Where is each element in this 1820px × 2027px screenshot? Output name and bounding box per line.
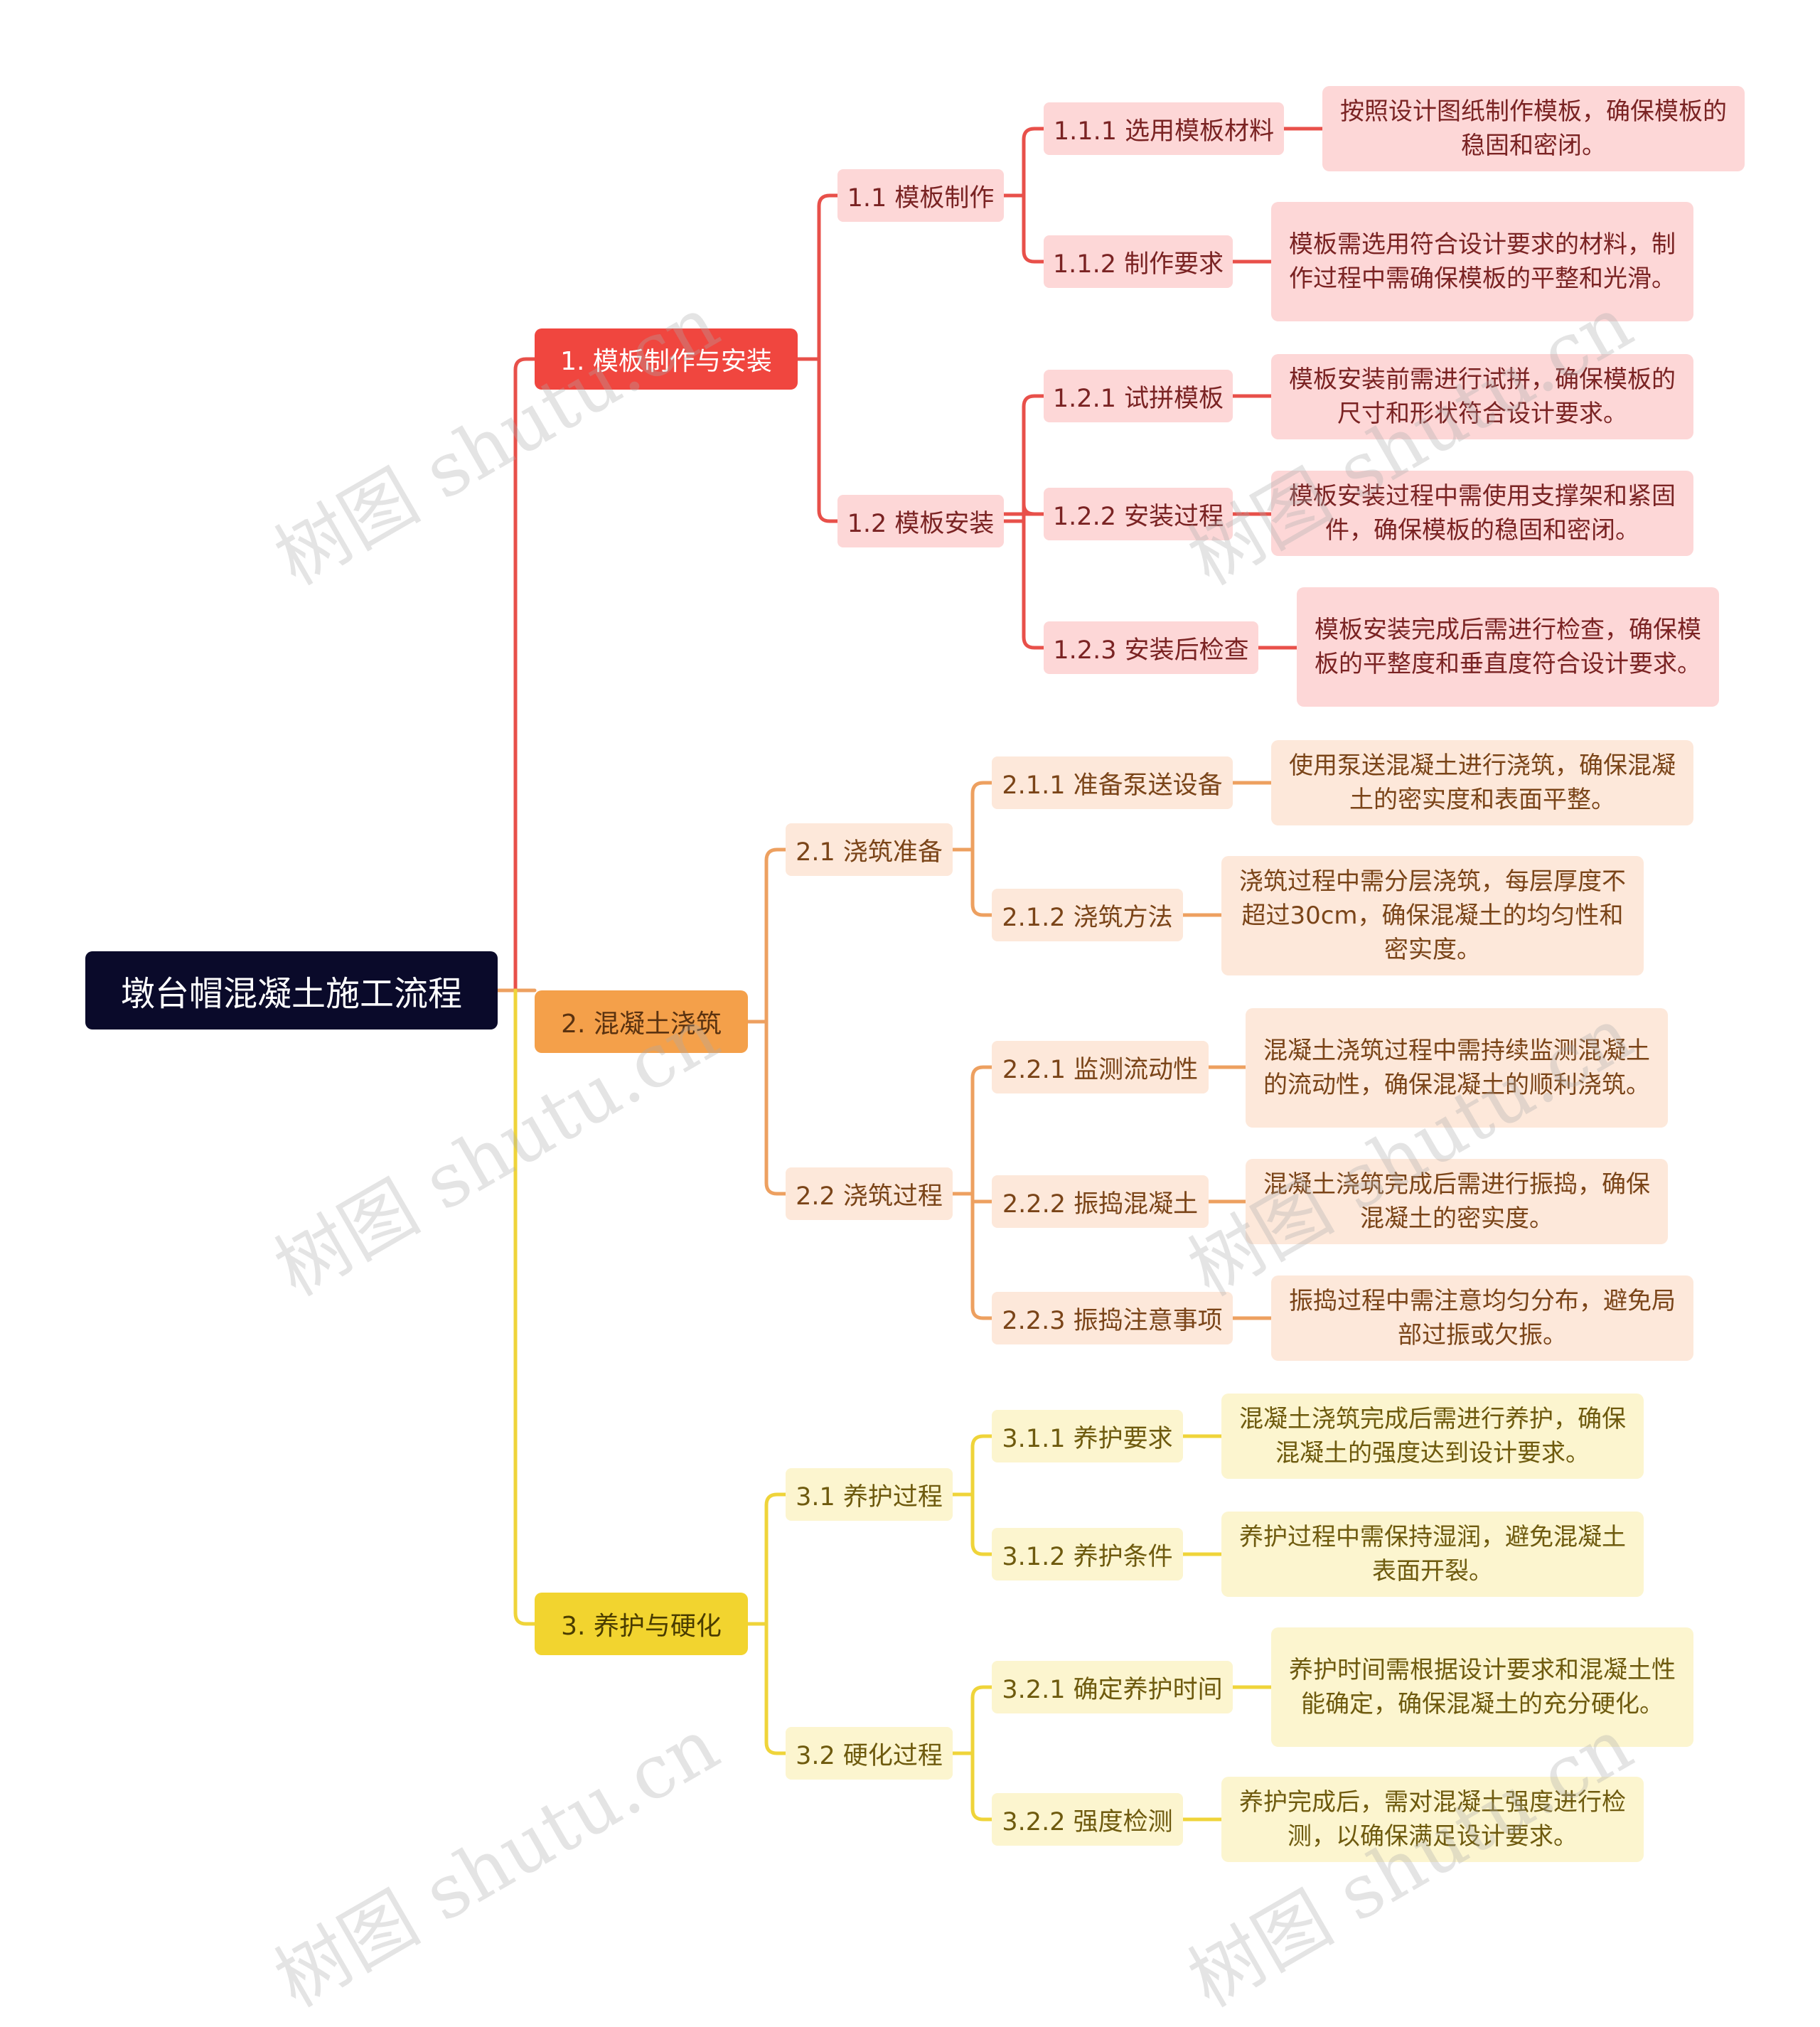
description-1-1-2: 模板需选用符合设计要求的材料，制作过程中需确保模板的平整和光滑。 xyxy=(1271,202,1693,321)
sub-label: 2.2 浇筑过程 xyxy=(796,1182,943,1211)
leaf-node-3-2-2[interactable]: 3.2.2 强度检测 xyxy=(992,1793,1183,1846)
description-text: 模板需选用符合设计要求的材料，制作过程中需确保模板的平整和光滑。 xyxy=(1289,230,1676,293)
leaf-node-1-2-2[interactable]: 1.2.2 安装过程 xyxy=(1044,488,1233,540)
branch-node-3[interactable]: 3. 养护与硬化 xyxy=(535,1593,748,1655)
sub-node-2-2[interactable]: 2.2 浇筑过程 xyxy=(786,1167,953,1220)
sub-label: 3.1 养护过程 xyxy=(796,1482,943,1512)
description-2-2-1: 混凝土浇筑过程中需持续监测混凝土的流动性，确保混凝土的顺利浇筑。 xyxy=(1246,1008,1668,1128)
leaf-label: 2.2.2 振捣混凝土 xyxy=(1002,1189,1199,1219)
leaf-label: 3.2.1 确定养护时间 xyxy=(1002,1675,1223,1704)
branch-label: 1. 模板制作与安装 xyxy=(560,347,772,376)
leaf-label: 1.2.1 试拼模板 xyxy=(1052,384,1224,413)
sub-node-3-1[interactable]: 3.1 养护过程 xyxy=(786,1468,953,1521)
leaf-label: 1.2.3 安装后检查 xyxy=(1053,636,1249,665)
root-label: 墩台帽混凝土施工流程 xyxy=(120,974,462,1014)
description-text: 模板安装前需进行试拼，确保模板的尺寸和形状符合设计要求。 xyxy=(1289,365,1676,428)
description-text: 养护完成后，需对混凝土强度进行检测，以确保满足设计要求。 xyxy=(1239,1788,1626,1851)
description-text: 振捣过程中需注意均匀分布，避免局部过振或欠振。 xyxy=(1289,1287,1676,1349)
leaf-node-2-1-2[interactable]: 2.1.2 浇筑方法 xyxy=(992,889,1183,941)
leaf-label: 1.1.2 制作要求 xyxy=(1052,250,1224,279)
description-text: 养护时间需根据设计要求和混凝土性能确定，确保混凝土的充分硬化。 xyxy=(1289,1656,1676,1718)
connector-lines xyxy=(496,127,1324,1822)
leaf-node-1-2-3[interactable]: 1.2.3 安装后检查 xyxy=(1044,621,1258,674)
description-text: 混凝土浇筑完成后需进行养护，确保混凝土的强度达到设计要求。 xyxy=(1239,1405,1626,1467)
sub-label: 2.1 浇筑准备 xyxy=(796,838,943,867)
sub-label: 1.2 模板安装 xyxy=(847,509,995,538)
description-text: 按照设计图纸制作模板，确保模板的稳固和密闭。 xyxy=(1340,97,1727,160)
leaf-node-2-2-1[interactable]: 2.2.1 监测流动性 xyxy=(992,1041,1209,1093)
description-text: 浇筑过程中需分层浇筑，每层厚度不超过30cm，确保混凝土的均匀性和密实度。 xyxy=(1239,867,1626,964)
description-1-1-1: 按照设计图纸制作模板，确保模板的稳固和密闭。 xyxy=(1322,86,1745,171)
leaf-label: 1.1.1 选用模板材料 xyxy=(1053,117,1275,146)
leaf-node-1-1-1[interactable]: 1.1.1 选用模板材料 xyxy=(1044,102,1284,155)
leaf-label: 1.2.2 安装过程 xyxy=(1052,502,1224,531)
leaf-label: 2.2.3 振捣注意事项 xyxy=(1002,1306,1223,1335)
branch-node-2[interactable]: 2. 混凝土浇筑 xyxy=(535,990,748,1053)
leaf-node-3-1-2[interactable]: 3.1.2 养护条件 xyxy=(992,1528,1183,1581)
description-1-2-2: 模板安装过程中需使用支撑架和紧固件，确保模板的稳固和密闭。 xyxy=(1271,471,1693,556)
description-3-1-1: 混凝土浇筑完成后需进行养护，确保混凝土的强度达到设计要求。 xyxy=(1221,1394,1644,1479)
branch-label: 2. 混凝土浇筑 xyxy=(561,1010,722,1039)
description-3-2-2: 养护完成后，需对混凝土强度进行检测，以确保满足设计要求。 xyxy=(1221,1777,1644,1862)
description-1-2-1: 模板安装前需进行试拼，确保模板的尺寸和形状符合设计要求。 xyxy=(1271,354,1693,439)
leaf-node-2-2-2[interactable]: 2.2.2 振捣混凝土 xyxy=(992,1175,1209,1228)
description-text: 使用泵送混凝土进行浇筑，确保混凝土的密实度和表面平整。 xyxy=(1289,752,1676,814)
sub-node-1-1[interactable]: 1.1 模板制作 xyxy=(837,169,1004,222)
description-3-2-1: 养护时间需根据设计要求和混凝土性能确定，确保混凝土的充分硬化。 xyxy=(1271,1627,1693,1747)
description-text: 混凝土浇筑完成后需进行振捣，确保混凝土的密实度。 xyxy=(1263,1170,1650,1233)
leaf-node-3-1-1[interactable]: 3.1.1 养护要求 xyxy=(992,1410,1183,1462)
leaf-label: 2.1.1 准备泵送设备 xyxy=(1002,771,1223,800)
description-3-1-2: 养护过程中需保持湿润，避免混凝土表面开裂。 xyxy=(1221,1512,1644,1597)
leaf-label: 3.1.2 养护条件 xyxy=(1002,1542,1173,1571)
description-text: 模板安装完成后需进行检查，确保模板的平整度和垂直度符合设计要求。 xyxy=(1315,616,1701,678)
sub-label: 1.1 模板制作 xyxy=(847,183,995,213)
description-text: 养护过程中需保持湿润，避免混凝土表面开裂。 xyxy=(1239,1523,1626,1585)
leaf-label: 2.2.1 监测流动性 xyxy=(1002,1055,1199,1084)
description-text: 模板安装过程中需使用支撑架和紧固件，确保模板的稳固和密闭。 xyxy=(1289,482,1676,545)
description-2-2-2: 混凝土浇筑完成后需进行振捣，确保混凝土的密实度。 xyxy=(1246,1159,1668,1244)
description-text: 混凝土浇筑过程中需持续监测混凝土的流动性，确保混凝土的顺利浇筑。 xyxy=(1263,1037,1650,1099)
leaf-node-2-1-1[interactable]: 2.1.1 准备泵送设备 xyxy=(992,756,1233,809)
leaf-node-1-2-1[interactable]: 1.2.1 试拼模板 xyxy=(1044,370,1233,422)
branch-label: 3. 养护与硬化 xyxy=(561,1612,722,1641)
leaf-node-2-2-3[interactable]: 2.2.3 振捣注意事项 xyxy=(992,1292,1233,1344)
branch-node-1[interactable]: 1. 模板制作与安装 xyxy=(535,328,798,390)
leaf-node-1-1-2[interactable]: 1.1.2 制作要求 xyxy=(1044,235,1233,288)
description-2-2-3: 振捣过程中需注意均匀分布，避免局部过振或欠振。 xyxy=(1271,1275,1693,1361)
description-2-1-2: 浇筑过程中需分层浇筑，每层厚度不超过30cm，确保混凝土的均匀性和密实度。 xyxy=(1221,856,1644,975)
sub-node-1-2[interactable]: 1.2 模板安装 xyxy=(837,495,1004,547)
leaf-label: 3.2.2 强度检测 xyxy=(1002,1807,1173,1836)
root-node[interactable]: 墩台帽混凝土施工流程 xyxy=(85,951,498,1029)
leaf-label: 2.1.2 浇筑方法 xyxy=(1002,903,1173,932)
leaf-node-3-2-1[interactable]: 3.2.1 确定养护时间 xyxy=(992,1661,1233,1713)
sub-node-3-2[interactable]: 3.2 硬化过程 xyxy=(786,1727,953,1780)
description-1-2-3: 模板安装完成后需进行检查，确保模板的平整度和垂直度符合设计要求。 xyxy=(1297,587,1719,707)
leaf-label: 3.1.1 养护要求 xyxy=(1002,1424,1173,1453)
sub-label: 3.2 硬化过程 xyxy=(796,1741,943,1770)
sub-node-2-1[interactable]: 2.1 浇筑准备 xyxy=(786,823,953,876)
description-2-1-1: 使用泵送混凝土进行浇筑，确保混凝土的密实度和表面平整。 xyxy=(1271,740,1693,825)
